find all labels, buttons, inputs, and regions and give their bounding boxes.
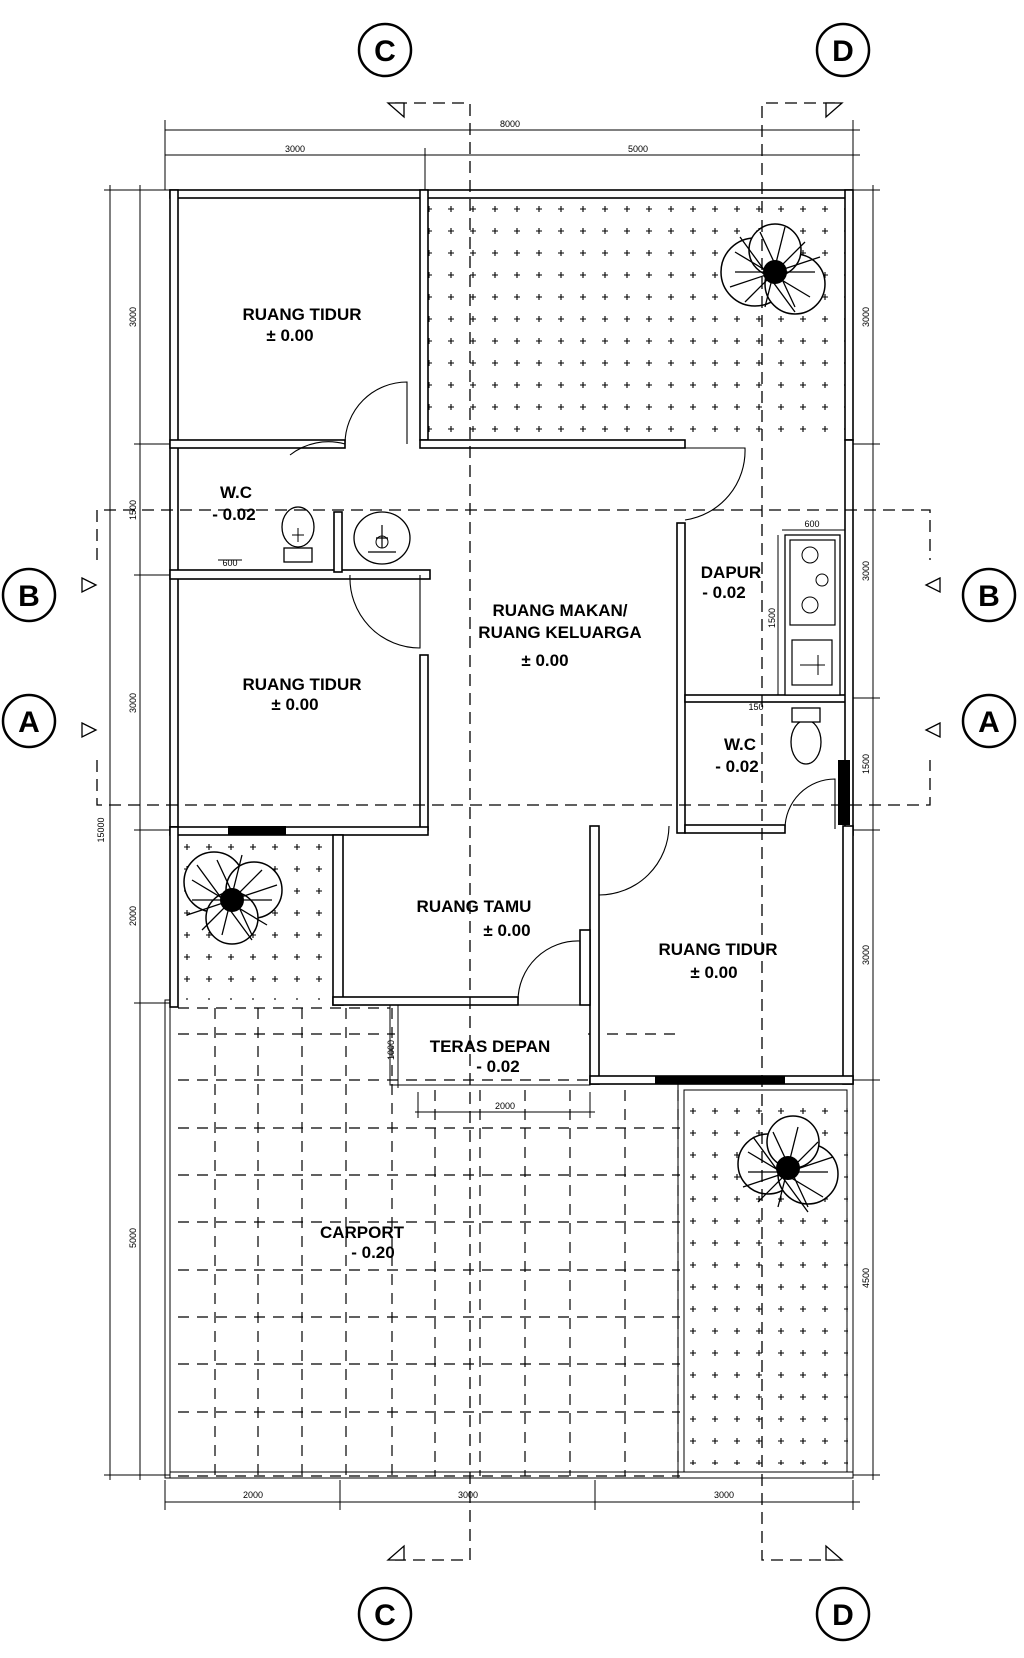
section-arrows	[81, 102, 941, 1561]
dim-right-3: 1500	[861, 754, 871, 774]
dim-kitchen-length: 1500	[767, 608, 777, 628]
room-terrace-level: - 0.02	[476, 1057, 519, 1076]
dim-kitchen-small: 150	[748, 702, 763, 712]
room-bedroom-1-name: RUANG TIDUR	[243, 305, 362, 324]
dim-kitchen-width: 600	[804, 519, 819, 529]
room-dining-level: ± 0.00	[521, 651, 568, 670]
dim-left-3: 3000	[128, 693, 138, 713]
marker-a-left: A	[18, 706, 40, 739]
stove-icon	[784, 534, 841, 696]
site-boundary	[164, 999, 854, 1479]
room-carport-name: CARPORT	[320, 1223, 405, 1242]
room-terrace-name: TERAS DEPAN	[430, 1037, 551, 1056]
dim-left-total: 15000	[96, 817, 106, 842]
dim-wc-small: 600	[222, 558, 237, 568]
room-kitchen-level: - 0.02	[702, 583, 745, 602]
carport-tiles	[178, 1007, 680, 1477]
sink-icon	[353, 511, 411, 565]
door-swings	[289, 381, 836, 1002]
marker-d-top: D	[832, 35, 854, 68]
room-bedroom-2-name: RUANG TIDUR	[243, 675, 362, 694]
marker-b-left: B	[18, 580, 40, 613]
dim-right-2: 3000	[861, 561, 871, 581]
walls	[169, 189, 854, 1085]
dim-bottom-1: 2000	[243, 1490, 263, 1500]
room-wc-2-name: W.C	[724, 735, 756, 754]
marker-b-right: B	[978, 580, 1000, 613]
dim-terrace-depth: 1000	[386, 1040, 396, 1060]
toilet-icon	[790, 707, 822, 765]
dimension-lines	[104, 120, 880, 1510]
room-carport-level: - 0.20	[351, 1243, 394, 1262]
toilet-icon	[281, 506, 315, 563]
room-living-level: ± 0.00	[483, 921, 530, 940]
dim-terrace-width: 2000	[495, 1101, 515, 1111]
room-wc-1-name: W.C	[220, 483, 252, 502]
dim-left-4: 2000	[128, 906, 138, 926]
marker-c-bottom: C	[374, 1599, 396, 1632]
dim-left-5: 5000	[128, 1228, 138, 1248]
dim-left-2: 1500	[128, 500, 138, 520]
room-bedroom-1-level: ± 0.00	[266, 326, 313, 345]
tree-icon	[183, 851, 283, 945]
room-bedroom-3-name: RUANG TIDUR	[659, 940, 778, 959]
dim-right-4: 3000	[861, 945, 871, 965]
room-labels: RUANG TIDUR ± 0.00 W.C - 0.02 RUANG TIDU…	[212, 305, 777, 1262]
room-bedroom-3-level: ± 0.00	[690, 963, 737, 982]
room-living-name: RUANG TAMU	[417, 897, 532, 916]
room-dining-line1: RUANG MAKAN/	[492, 601, 627, 620]
marker-a-right: A	[978, 706, 1000, 739]
section-markers: C D B B A A C D	[1, 22, 1017, 1642]
dim-right-5: 4500	[861, 1268, 871, 1288]
room-wc-1-level: - 0.02	[212, 505, 255, 524]
dim-left-1: 3000	[128, 307, 138, 327]
dim-bottom-2: 3000	[458, 1490, 478, 1500]
marker-d-bottom: D	[832, 1599, 854, 1632]
dim-top-total: 8000	[500, 119, 520, 129]
section-lines	[96, 102, 931, 1561]
room-wc-2-level: - 0.02	[715, 757, 758, 776]
tree-icon	[737, 1115, 839, 1213]
room-kitchen-name: DAPUR	[701, 563, 761, 582]
dim-right-1: 3000	[861, 307, 871, 327]
marker-c-top: C	[374, 35, 396, 68]
dim-top-left: 3000	[285, 144, 305, 154]
room-bedroom-2-level: ± 0.00	[271, 695, 318, 714]
dim-bottom-3: 3000	[714, 1490, 734, 1500]
dim-top-right: 5000	[628, 144, 648, 154]
room-dining-line2: RUANG KELUARGA	[478, 623, 641, 642]
dimension-texts: 8000 3000 5000 15000 3000 1500 3000 2000…	[96, 119, 871, 1500]
